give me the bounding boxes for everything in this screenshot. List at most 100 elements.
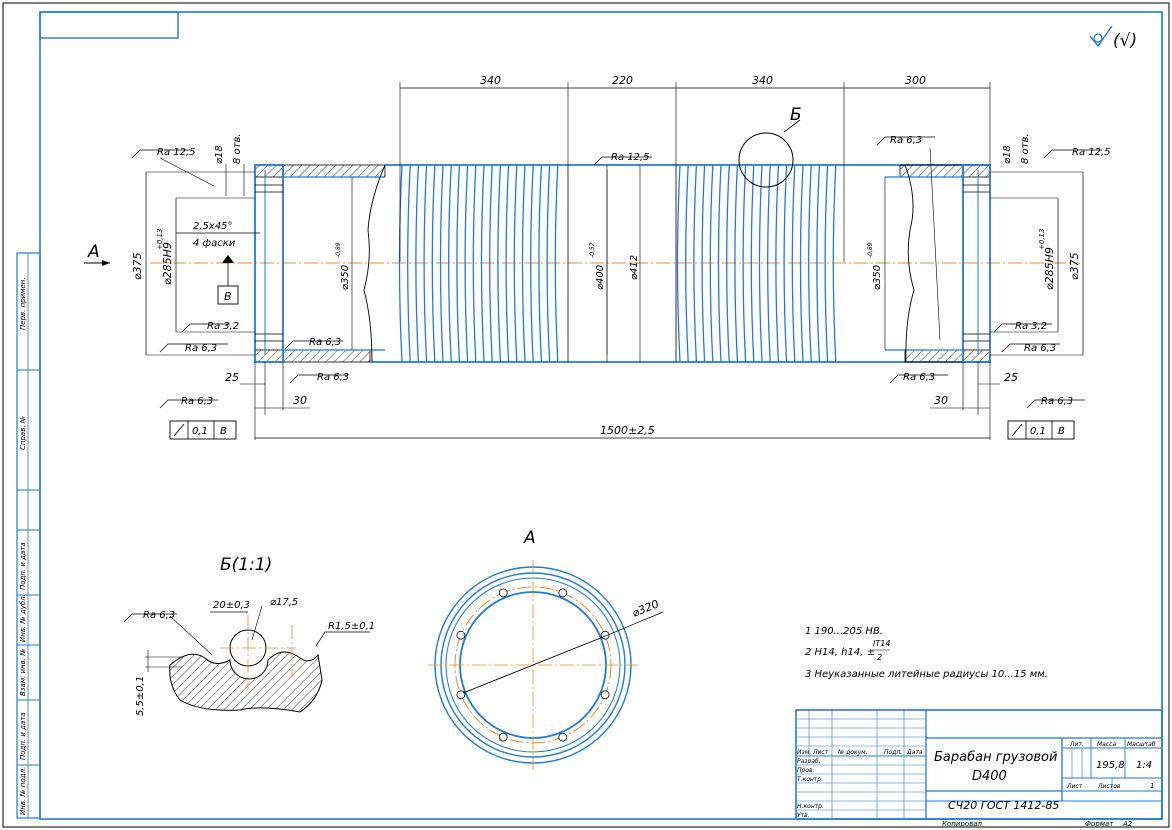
rope-groove <box>726 164 730 363</box>
runout-frame-left: 0,1 B <box>169 420 237 440</box>
rope-groove <box>824 164 829 363</box>
depth-label: 5,5±0,1 <box>135 676 146 716</box>
ra-label: Ra 12,5 <box>1072 147 1111 158</box>
datum-label: B <box>224 290 232 303</box>
runout-datum: B <box>1058 426 1065 437</box>
tb-role: Пров. <box>797 767 815 774</box>
rope-groove <box>816 164 821 363</box>
rope-groove <box>750 164 755 363</box>
section-hatch <box>904 349 991 363</box>
dim-d400: ⌀400 <box>595 265 606 290</box>
rope-groove <box>685 164 689 363</box>
dim-d412: ⌀412 <box>629 255 640 280</box>
runout-datum: B <box>220 426 227 437</box>
rope-groove <box>480 164 485 363</box>
section-hatch <box>899 164 991 178</box>
pcd-label: ⌀320 <box>630 597 660 619</box>
roughness-right: Ra 6,3 Ra 12,5 Ra 3,2 Ra 6,3 Ra 6,3 Ra 6… <box>876 135 1111 409</box>
rope-groove <box>808 164 812 363</box>
dim-25-left: 25 <box>225 371 239 384</box>
note-2-frac-bottom: 2 <box>877 653 882 662</box>
rope-groove <box>693 164 698 363</box>
stamp-label: Инв. № подл. <box>19 767 27 815</box>
runout-frame-right: 0,1 B <box>1007 420 1075 440</box>
rope-groove <box>538 164 543 363</box>
rope-groove <box>448 164 452 363</box>
tol-d285-right: +0,13 <box>1038 229 1046 250</box>
tol-d350-left: -0,89 <box>335 242 342 258</box>
detail-ra-label: Ra 6,3 <box>143 610 175 621</box>
ra-label: Ra 6,3 <box>890 135 922 146</box>
groove-profile <box>169 651 323 713</box>
title-block: Изм. Лист № докум. Подп. Дата Разраб. Пр… <box>795 709 1163 828</box>
material: СЧ20 ГОСТ 1412-85 <box>948 799 1059 812</box>
tb-sheets-val: 1 <box>1150 782 1154 790</box>
detail-circle <box>738 132 794 188</box>
rope-groove <box>701 164 706 363</box>
ra-label: Ra 3,2 <box>1015 321 1047 332</box>
dim-30-right: 30 <box>934 394 948 407</box>
roughness-left: Ra 12,5 Ra 3,2 Ra 6,3 Ra 6,3 Ra 6,3 Ra 6… <box>131 147 652 409</box>
ra-label: Ra 6,3 <box>1024 343 1056 354</box>
tb-role: Разраб. <box>797 758 821 765</box>
bolt-hole <box>456 690 466 700</box>
holes-dia-right: ⌀18 <box>1002 145 1013 164</box>
bolt-hole <box>558 732 568 742</box>
stamp-label: Подп. и дата <box>19 712 27 760</box>
dim-340-right: 340 <box>752 74 773 87</box>
dim-d350-right: ⌀350 <box>872 265 883 290</box>
tb-sheets: Листов <box>1097 783 1121 790</box>
groove-dia-label: ⌀17,5 <box>270 597 298 608</box>
end-view-title: A <box>523 528 536 548</box>
rope-groove <box>554 164 559 363</box>
holes-dia-left: ⌀18 <box>214 145 225 164</box>
rope-groove <box>439 164 444 363</box>
tb-scale-hdr: Масштаб <box>1127 741 1156 748</box>
break-line <box>904 164 915 363</box>
tb-col: № докум. <box>837 749 868 756</box>
rope-groove <box>775 164 780 363</box>
dim-300: 300 <box>905 74 926 87</box>
dim-d375-left: ⌀375 <box>131 252 144 280</box>
tb-copied: Копировал <box>942 820 983 828</box>
runout-tol: 0,1 <box>192 426 208 437</box>
ra-label: Ra 6,3 <box>903 372 935 383</box>
ra-label: Ra 12,5 <box>157 147 196 158</box>
bolt-hole <box>456 630 466 640</box>
chamfer-label: 2,5x45° <box>193 221 233 232</box>
dim-overall: 1500±2,5 <box>600 424 655 437</box>
detail-view: Б(1:1) 20±0,3 ⌀17,5 R1,5±0,1 Ra 6,3 5,5±… <box>123 555 375 716</box>
stamp-label: Взам. инв. № <box>19 648 27 696</box>
datum-box <box>217 285 239 305</box>
dim-d285-right: ⌀285H9 <box>1043 247 1056 290</box>
tb-role: Н.контр. <box>797 803 824 810</box>
part-name: Барабан грузовой <box>934 750 1057 765</box>
rope-groove <box>758 164 763 363</box>
rope-groove <box>456 164 461 363</box>
ra-label: Ra 6,3 <box>309 337 341 348</box>
dim-d285-left: ⌀285H9 <box>161 242 174 285</box>
detail-title: Б(1:1) <box>220 555 272 575</box>
tol-d400: -0,57 <box>589 242 596 258</box>
tb-col: Лист <box>812 749 829 756</box>
rope-groove <box>546 164 551 363</box>
part-code: D400 <box>972 769 1007 784</box>
dim-25-right: 25 <box>1004 371 1018 384</box>
bolt-hole <box>498 732 508 742</box>
holes-count-right: 8 отв. <box>1020 133 1031 164</box>
ra-label: Ra 6,3 <box>317 372 349 383</box>
section-hatch <box>254 349 371 363</box>
note-2: 2 H14, h14, ± <box>805 647 875 658</box>
tol-d285-left: +0,13 <box>156 229 164 250</box>
left-flange <box>254 164 284 363</box>
stamp-label: Инв. № дубл. <box>19 594 27 642</box>
notes: 1 190...205 HB. 2 H14, h14, ± IT14 2 3 Н… <box>805 626 1048 680</box>
rope-groove <box>783 164 788 363</box>
rope-groove <box>472 164 477 363</box>
section-hatch <box>254 164 386 178</box>
bolt-hole <box>558 588 568 598</box>
rope-groove <box>832 164 837 363</box>
note-2-frac-top: IT14 <box>873 639 890 648</box>
